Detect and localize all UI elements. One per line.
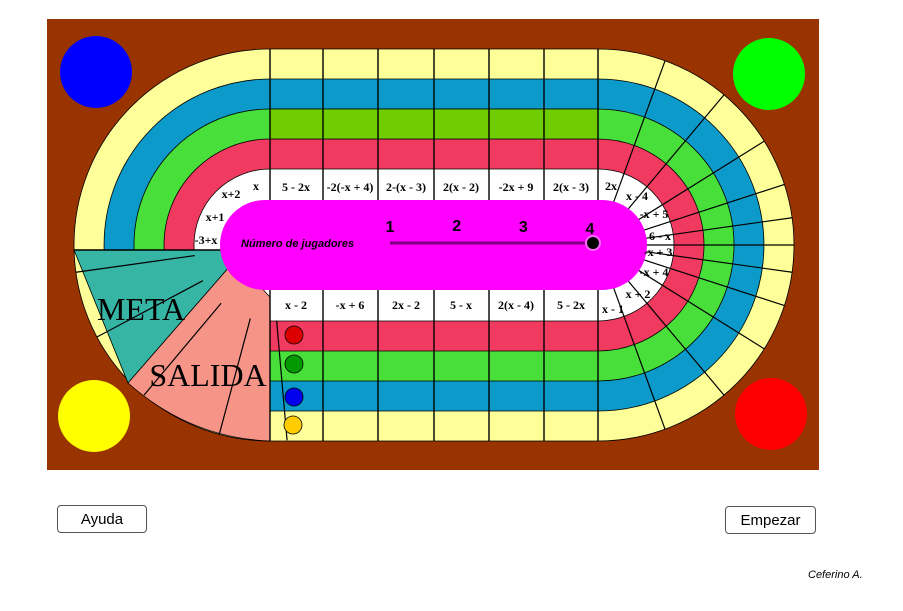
player-count-option-1[interactable]: 1 <box>386 219 395 236</box>
right-cell-5: -x + 3 <box>644 245 673 259</box>
blue-player-token[interactable] <box>284 387 304 407</box>
player-count-label: Número de jugadores <box>241 238 354 250</box>
left-cell-4: x <box>253 179 259 193</box>
blue-corner-token <box>60 36 132 108</box>
left-cell-2: x+1 <box>206 210 225 224</box>
bottom-cell-4: 5 - x <box>450 298 472 312</box>
top-cell-4: 2(x - 2) <box>443 180 479 194</box>
right-cell-2: x - 4 <box>626 189 648 203</box>
help-button[interactable]: Ayuda <box>57 505 147 533</box>
bottom-cell-2: -x + 6 <box>336 298 365 312</box>
right-cell-6: -x + 4 <box>640 265 669 279</box>
right-cell-3: -x + 5 <box>640 207 669 221</box>
start-button[interactable]: Empezar <box>725 506 816 534</box>
bottom-cell-1: x - 2 <box>285 298 307 312</box>
red-corner-token <box>735 378 807 450</box>
top-cell-3: 2-(x - 3) <box>386 180 426 194</box>
right-cell-1: 2x <box>605 179 617 193</box>
bottom-cell-3: 2x - 2 <box>392 298 420 312</box>
bottom-cell-5: 2(x - 4) <box>498 298 534 312</box>
right-cell-7: x + 2 <box>626 287 651 301</box>
top-cell-5: -2x + 9 <box>499 180 534 194</box>
top-cell-6: 2(x - 3) <box>553 180 589 194</box>
right-cell-4: 6 - x <box>649 229 671 243</box>
left-cell-3: x+2 <box>222 187 241 201</box>
red-player-token[interactable] <box>284 325 304 345</box>
player-count-option-4[interactable]: 4 <box>586 221 595 238</box>
meta-label: META <box>97 291 185 327</box>
top-cell-2: -2(-x + 4) <box>327 180 374 194</box>
top-cell-1: 5 - 2x <box>282 180 310 194</box>
salida-label: SALIDA <box>149 357 266 393</box>
green-player-token[interactable] <box>284 354 304 374</box>
yellow-player-token[interactable] <box>283 415 303 435</box>
player-count-option-2[interactable]: 2 <box>452 218 461 235</box>
right-cell-8: x - 1 <box>602 302 624 316</box>
left-cell-1: -3+x <box>195 233 218 247</box>
author-credit: Ceferino A. <box>808 569 863 581</box>
green-corner-token <box>733 38 805 110</box>
player-count-option-3[interactable]: 3 <box>519 219 528 236</box>
bottom-cell-6: 5 - 2x <box>557 298 585 312</box>
yellow-corner-token <box>58 380 130 452</box>
center-panel <box>220 200 647 290</box>
player-count-handle[interactable] <box>585 235 601 251</box>
